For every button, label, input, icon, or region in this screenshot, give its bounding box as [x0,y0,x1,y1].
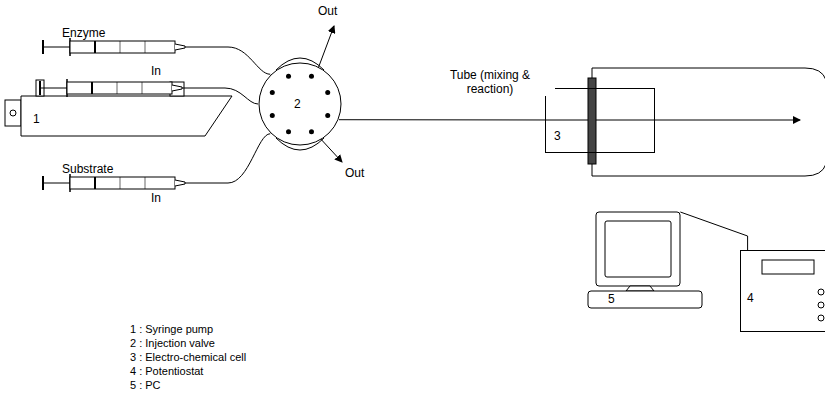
port-label: Out [318,4,337,18]
legend-text: 3 : Electro-chemical cell [130,350,246,364]
connector-line [680,212,747,250]
tube [545,120,655,121]
valve-port [309,129,314,134]
computer: 5 [588,212,702,308]
callout-text: Substrate [62,162,113,176]
connector-line [339,119,545,120]
valve-port [286,74,291,79]
connector-line [228,47,270,74]
valve-port [309,74,314,79]
electrode-lead [592,164,825,176]
port-label: Out [345,166,364,180]
syringe: Substrate [38,160,228,192]
callout-text: Enzyme [62,26,105,40]
edge-label: In [146,64,166,78]
computer [588,212,702,308]
valve-port [286,129,291,134]
out-arrow [318,136,342,162]
valve-port [270,113,275,118]
electrode-lead [592,68,825,80]
syringe-pump: 1 [8,80,225,138]
out-arrow [316,26,334,74]
injection-valve: 2 [258,62,342,146]
legend-text: 2 : Injection valve [130,336,215,350]
connector-line [228,134,270,183]
callout-text: 4 [747,291,754,305]
substrate-syringe [43,174,228,192]
syringe-pump [5,80,232,136]
potentiostat-panel [762,260,824,321]
electrochemical-cell: 3 [545,88,655,153]
legend-text: 1 : Syringe pump [130,322,213,336]
enzyme-syringe [43,38,228,56]
callout-text: 5 [608,292,615,306]
edge-label: In [146,191,166,205]
pump-syringe [40,79,225,97]
potentiostat: 4 [740,250,825,332]
callout-text: 3 [554,129,561,143]
valve-port [325,90,330,95]
connector-line [225,88,258,104]
valve-port [270,90,275,95]
syringe: Enzyme [38,24,228,60]
callout-text: 1 [33,112,40,126]
outlet-arrow [655,120,800,121]
legend-text: 5 : PC [130,378,161,392]
edge-label: Tube (mixing & reaction) [425,68,555,96]
legend-text: 4 : Potentiostat [130,364,203,378]
electrode [588,78,596,164]
callout-text: 2 [294,97,301,111]
valve-port [325,113,330,118]
